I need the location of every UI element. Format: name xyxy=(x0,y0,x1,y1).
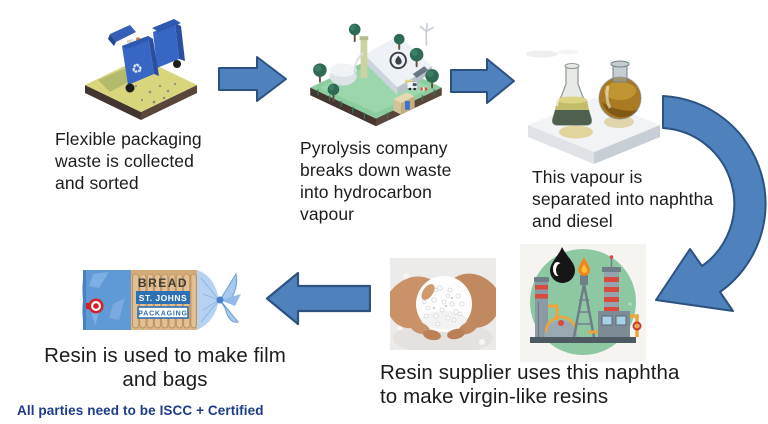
flow-arrow-2 xyxy=(450,57,516,105)
droplet-logo-icon xyxy=(389,51,407,70)
recycle-icon: ♻ xyxy=(129,60,144,77)
flare-derrick xyxy=(572,257,596,338)
tent-building xyxy=(364,35,433,96)
pyrolysis-plant-illustration xyxy=(302,14,450,132)
step-caption-collection: Flexible packaging waste is collected an… xyxy=(55,129,202,193)
bread-bag-icon: BREAD ST. JOHNS PACKAGING xyxy=(82,270,241,330)
refinery-illustration xyxy=(520,244,646,362)
brand-seal-icon xyxy=(86,298,104,314)
closed-bin xyxy=(152,19,185,68)
left-arrow-icon xyxy=(265,271,371,326)
flow-arrow-1 xyxy=(218,55,288,103)
bread-label: BREAD xyxy=(138,276,188,290)
trees xyxy=(313,23,439,103)
brand-name-label: ST. JOHNS xyxy=(139,293,187,303)
truck-icon xyxy=(406,81,418,91)
step-caption-resin: Resin supplier uses this naphtha to make… xyxy=(380,361,680,408)
brand-tagline-label: PACKAGING xyxy=(138,311,187,318)
open-bin: ♻ xyxy=(108,25,159,93)
step-caption-film: Resin is used to make film and bags xyxy=(44,344,286,391)
right-arrow-icon xyxy=(450,58,515,104)
footer-note: All parties need to be ISCC + Certified xyxy=(17,403,264,418)
step-caption-separation: This vapour is separated into naphtha an… xyxy=(532,167,714,231)
storage-tank xyxy=(329,63,357,86)
erlenmeyer-flask-icon xyxy=(551,63,593,126)
flame-icon xyxy=(578,257,590,276)
column-tower xyxy=(353,36,369,79)
separation-flasks-illustration xyxy=(520,46,668,166)
barrier xyxy=(420,87,428,91)
pyrolysis-plant-icon xyxy=(310,22,442,127)
distillation-column xyxy=(534,277,559,337)
flasks-icon xyxy=(526,49,660,164)
bag-twist-end xyxy=(197,270,241,330)
brand-badge xyxy=(136,291,190,304)
hands-holding-pellets-icon xyxy=(390,258,496,350)
process-building xyxy=(588,311,642,337)
twist-knot xyxy=(216,296,224,304)
utility-box xyxy=(393,92,415,115)
recycling-bins-illustration: ♻ xyxy=(80,12,202,120)
wind-turbine-icon xyxy=(419,22,434,46)
tagline-badge xyxy=(137,306,189,319)
oil-drop-icon xyxy=(550,247,575,283)
round-flask-icon xyxy=(598,60,642,120)
right-arrow-icon xyxy=(218,56,287,102)
pellet-mound xyxy=(416,276,472,332)
fingers xyxy=(410,284,478,341)
bread-window: BREAD ST. JOHNS PACKAGING xyxy=(131,270,197,330)
step-caption-pyrolysis: Pyrolysis company breaks down waste into… xyxy=(300,138,452,224)
bread-bag-illustration: BREAD ST. JOHNS PACKAGING xyxy=(79,264,243,334)
flow-arrow-3 xyxy=(265,270,371,327)
refinery-icon xyxy=(520,244,646,362)
recycling-bins-icon: ♻ xyxy=(85,19,197,120)
film-panel xyxy=(82,270,131,330)
resin-pellets-photo xyxy=(390,258,496,350)
